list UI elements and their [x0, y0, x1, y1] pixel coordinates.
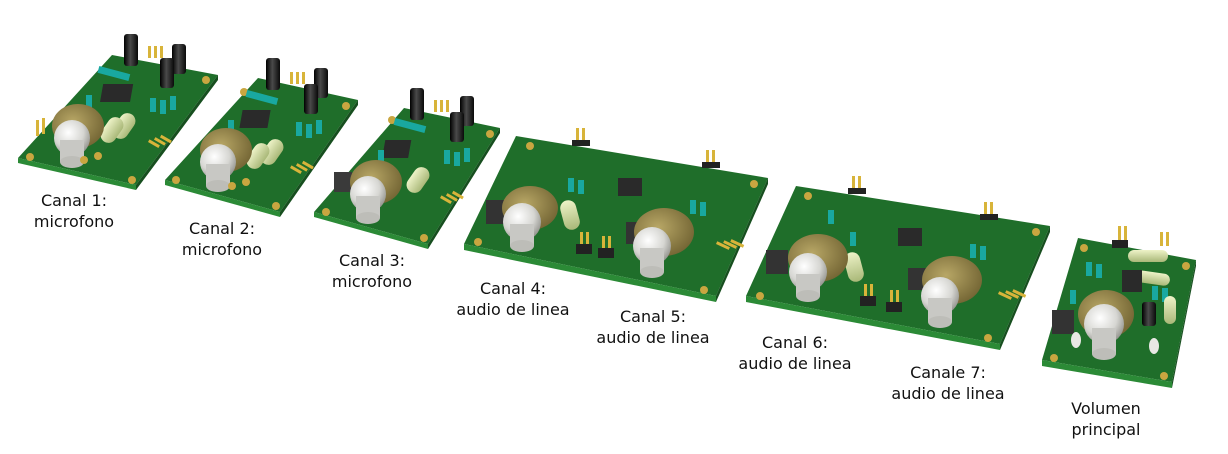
label-channel-7-title: Canale 7: [910, 363, 986, 382]
label-channel-3-title: Canal 3: [338, 251, 406, 270]
label-channel-3: Canal 3: microfono [322, 250, 422, 292]
label-channel-1-title: Canal 1: [40, 191, 108, 210]
label-channel-2: Canal 2: microfono [172, 218, 272, 260]
label-channel-1: Canal 1: microfono [24, 190, 124, 232]
label-channel-2-subtitle: microfono [181, 240, 263, 259]
board-channels-4-5 [464, 128, 768, 302]
label-channel-6: Canal 6: audio de linea [728, 332, 862, 374]
label-channel-4-subtitle: audio de linea [456, 300, 570, 319]
label-channel-7: Canale 7: audio de linea [880, 362, 1016, 404]
label-channel-1-subtitle: microfono [33, 212, 115, 231]
label-channel-4-title: Canal 4: [479, 279, 547, 298]
label-master-volume: Volumen principal [1056, 398, 1156, 440]
label-channel-6-title: Canal 6: [761, 333, 829, 352]
label-channel-5-title: Canal 5: [619, 307, 687, 326]
board-channel-1 [18, 34, 218, 190]
board-channels-6-7 [746, 176, 1050, 350]
board-channel-2 [165, 58, 358, 217]
label-channel-2-title: Canal 2: [188, 219, 256, 238]
label-channel-5-subtitle: audio de linea [596, 328, 710, 347]
label-master-volume-subtitle: principal [1071, 420, 1141, 439]
board-channel-3 [314, 88, 500, 249]
label-channel-4: Canal 4: audio de linea [446, 278, 580, 320]
board-master-volume [1042, 226, 1196, 388]
label-channel-3-subtitle: microfono [331, 272, 413, 291]
label-channel-7-subtitle: audio de linea [891, 384, 1005, 403]
label-channel-6-subtitle: audio de linea [738, 354, 852, 373]
label-channel-5: Canal 5: audio de linea [586, 306, 720, 348]
label-master-volume-title: Volumen [1071, 399, 1141, 418]
